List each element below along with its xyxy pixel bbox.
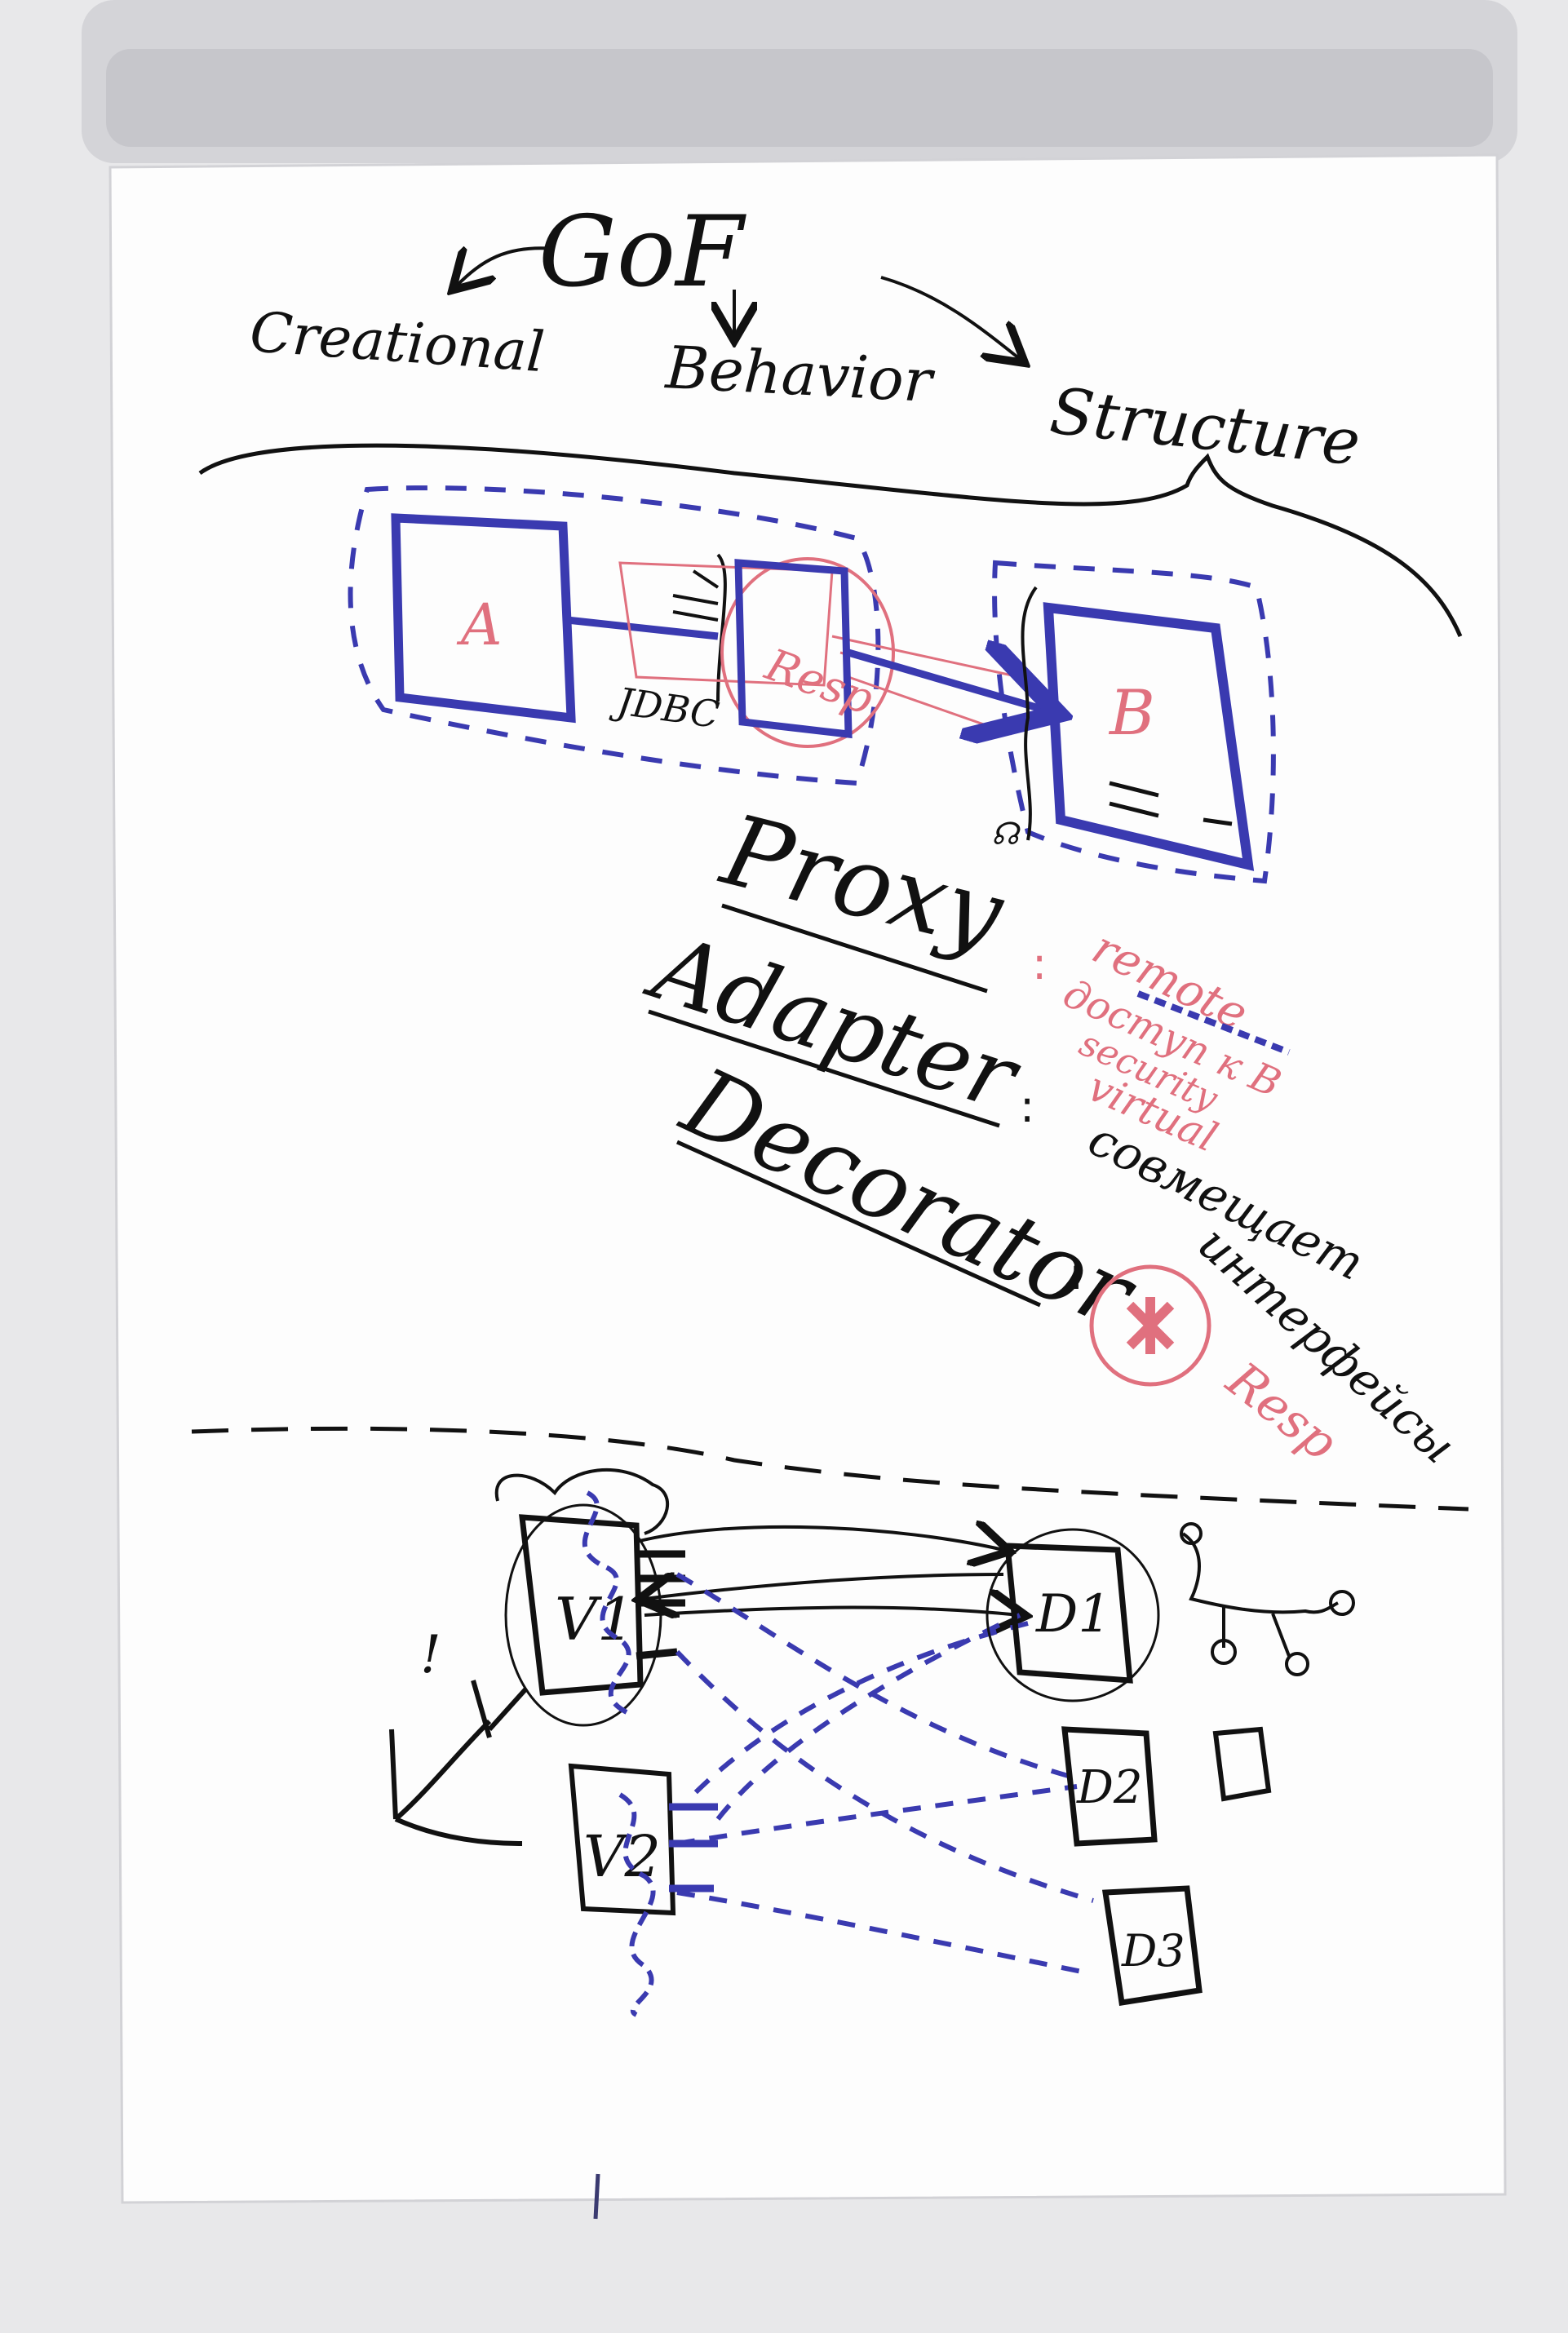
blue-link-v2-d3 bbox=[676, 1890, 1094, 1977]
user-exclaim: ! bbox=[420, 1625, 441, 1685]
box-d1 bbox=[1004, 1543, 1133, 1684]
box-v2 bbox=[568, 1763, 676, 1916]
box-resp bbox=[734, 559, 853, 739]
blue-link-v2-d2 bbox=[676, 1784, 1078, 1846]
dashed-boundary-right bbox=[992, 560, 1276, 884]
d1-tree-node-1 bbox=[1180, 1522, 1203, 1545]
d1-circle bbox=[986, 1528, 1160, 1702]
b-port-label: ☊ bbox=[991, 816, 1021, 852]
box-d3 bbox=[1101, 1885, 1203, 2007]
decorator-red-circle bbox=[1089, 1264, 1211, 1387]
paper-sheet bbox=[109, 153, 1507, 2204]
box-d3-label: D3 bbox=[1121, 1925, 1185, 1977]
v1-scribble bbox=[494, 1468, 669, 1535]
v1-ports bbox=[636, 1550, 685, 1660]
blue-link-d1-v2 bbox=[691, 1621, 1029, 1797]
d1-to-v1-arrow bbox=[644, 1574, 1004, 1599]
resp-red-circle bbox=[720, 557, 895, 748]
box-v1-label: V1 bbox=[555, 1585, 635, 1653]
structure-brace bbox=[198, 443, 1463, 637]
decorator-red-star bbox=[1126, 1297, 1175, 1354]
box-a bbox=[391, 513, 576, 724]
connector-a-resp bbox=[566, 616, 719, 640]
v1-to-d1-arrow-top bbox=[636, 1527, 1003, 1550]
pattern-decorator-underline bbox=[675, 1140, 1042, 1308]
holder-mark bbox=[593, 2173, 600, 2220]
d1-tree-node-4 bbox=[1329, 1590, 1355, 1616]
page-title: GoF bbox=[538, 196, 746, 309]
proxy-note-blue-strike bbox=[1136, 990, 1291, 1056]
blue-link-v1-d2 bbox=[675, 1572, 1078, 1781]
category-behavior: Behavior bbox=[662, 333, 937, 415]
user-stick-figure bbox=[389, 1680, 529, 1846]
box-d2-label: D2 bbox=[1076, 1761, 1143, 1814]
section-divider bbox=[191, 1426, 1469, 1512]
dashed-boundary-left bbox=[348, 485, 881, 786]
blue-link-v1-d3 bbox=[675, 1649, 1094, 1903]
d1-tree-node-2 bbox=[1211, 1639, 1237, 1665]
d1-tree-node-3 bbox=[1285, 1652, 1309, 1676]
jdbc-interface-mark bbox=[672, 553, 727, 702]
pattern-adapter-colon: : bbox=[1020, 1081, 1034, 1132]
v1-to-d1-arrow-bottom bbox=[644, 1608, 1020, 1615]
arrow-to-structure bbox=[880, 276, 1020, 359]
box-v1 bbox=[519, 1514, 644, 1696]
pattern-proxy-underline bbox=[721, 903, 988, 994]
box-b-lines bbox=[1109, 781, 1233, 826]
blue-link-v2-d1 bbox=[715, 1613, 1021, 1821]
arrow-to-creational bbox=[457, 248, 556, 286]
box-b-label: B bbox=[1108, 676, 1155, 749]
top-diagram: A JDBC Resp ☊ B bbox=[348, 485, 1276, 884]
box-d1-label: D1 bbox=[1035, 1584, 1111, 1645]
box-d2 bbox=[1061, 1726, 1158, 1847]
connector-resp-b bbox=[847, 653, 1044, 710]
v2-ports bbox=[669, 1803, 718, 1893]
bottom-diagram: V1 V2 ! D1 D2 bbox=[389, 1468, 1355, 2017]
pattern-proxy-colon: : bbox=[1032, 938, 1047, 989]
pattern-adapter-underline bbox=[648, 1009, 1000, 1128]
b-interface-mark bbox=[1021, 586, 1038, 841]
box-a-label: A bbox=[456, 591, 503, 658]
pattern-decorator-colon: : bbox=[1069, 1248, 1083, 1299]
d2-side-box bbox=[1212, 1726, 1272, 1802]
box-b bbox=[1043, 602, 1255, 871]
